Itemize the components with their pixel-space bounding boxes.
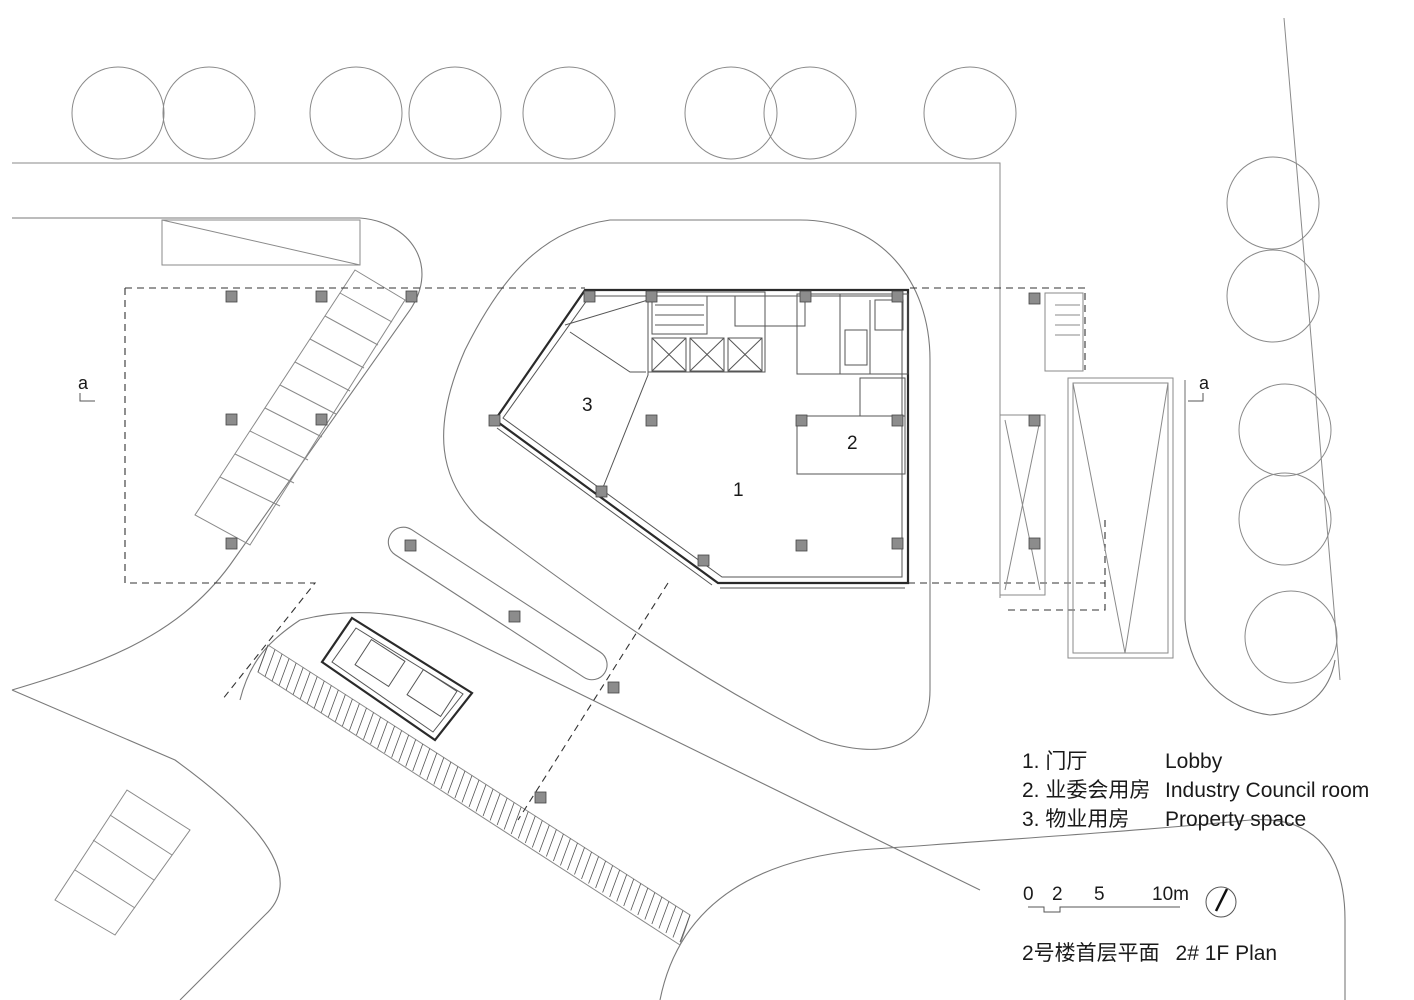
- hatch-line: [398, 734, 410, 763]
- hatch-line: [475, 784, 487, 812]
- hatch-line: [588, 856, 599, 884]
- canopy-outline: [124, 287, 1106, 821]
- section-mark-right: a: [1188, 373, 1210, 402]
- trees-top: [71, 66, 1017, 160]
- hatch-line: [581, 851, 592, 880]
- section-mark-left: a: [78, 373, 95, 402]
- hatch-line: [384, 725, 395, 754]
- hatch-line: [440, 761, 452, 790]
- hatch-line: [299, 671, 311, 700]
- scale-label-2: 2: [1052, 884, 1063, 905]
- columns: [225, 290, 1041, 804]
- hatch-line: [560, 838, 571, 866]
- hatch-line: [363, 712, 374, 740]
- hatch-line: [342, 698, 353, 727]
- hatch-line: [264, 649, 276, 677]
- hatch-line: [510, 806, 522, 835]
- hatched-strip: [257, 644, 691, 946]
- room-number-2: 2: [847, 433, 858, 454]
- hatch-line: [278, 658, 290, 686]
- small-building: [320, 616, 474, 742]
- hatch-line: [644, 892, 656, 920]
- hatch-line: [454, 770, 466, 799]
- section-mark-right-label: a: [1199, 373, 1210, 393]
- hatch-line: [595, 860, 606, 889]
- scale-label-0: 0: [1023, 884, 1034, 905]
- hatch-line: [377, 721, 388, 749]
- main-building: [493, 288, 910, 589]
- hatch-line: [651, 896, 663, 925]
- hatch-line: [313, 680, 325, 709]
- legend-item-cn: 2. 业委会用房: [1022, 779, 1151, 802]
- hatch-line: [574, 847, 585, 875]
- hatch-line: [349, 703, 360, 731]
- hatch-line: [609, 869, 621, 898]
- hatch-line: [327, 689, 339, 718]
- hatch-line: [461, 775, 473, 803]
- legend-item-en: Industry Council room: [1165, 779, 1370, 802]
- hatch-line: [567, 842, 578, 871]
- legend: 1. 门厅 Lobby 2. 业委会用房 Industry Council ro…: [1022, 748, 1402, 838]
- hatch-line: [658, 901, 670, 929]
- hatch-line: [531, 820, 543, 848]
- hatch-line: [419, 748, 431, 776]
- hatch-line: [482, 788, 494, 817]
- hatch-line: [524, 815, 536, 844]
- legend-item-cn: 1. 门厅: [1022, 750, 1088, 773]
- hatch-line: [672, 910, 684, 938]
- hatch-line: [496, 797, 508, 826]
- scale-bar: [1028, 906, 1180, 913]
- parking-stalls-bottom: [54, 789, 191, 936]
- hatch-line: [679, 914, 691, 943]
- hatch-line: [412, 743, 424, 772]
- section-mark-left-label: a: [78, 373, 89, 393]
- legend-item-cn: 3. 物业用房: [1022, 808, 1130, 831]
- drawing-title-en: 2# 1F Plan: [1175, 942, 1278, 965]
- room-number-3: 3: [582, 395, 593, 416]
- hatch-line: [553, 833, 564, 862]
- hatch-line: [468, 779, 480, 808]
- hatch-line: [616, 874, 628, 902]
- drawing-title-cn: 2号楼首层平面: [1022, 942, 1160, 965]
- hatch-line: [433, 757, 445, 785]
- parking-stalls-top: [161, 219, 406, 546]
- hatch-line: [271, 653, 283, 682]
- scale-label-10m: 10m: [1152, 884, 1189, 905]
- hatch-line: [630, 883, 642, 911]
- legend-item-en: Property space: [1165, 808, 1307, 831]
- hatch-line: [334, 694, 346, 722]
- hatch-line: [405, 739, 417, 767]
- hatch-line: [602, 865, 614, 893]
- hatch-line: [370, 716, 381, 745]
- hatch-line: [391, 730, 403, 758]
- drawing-title: 2号楼首层平面 2# 1F Plan: [1022, 940, 1277, 968]
- hatch-line: [356, 707, 367, 736]
- hatch-line: [517, 811, 529, 839]
- north-arrow-icon: [1205, 886, 1237, 918]
- hatch-line: [623, 878, 635, 907]
- hatch-line: [306, 676, 318, 704]
- hatch-line: [320, 685, 332, 713]
- roads: [11, 217, 1346, 1000]
- hatch-line: [538, 824, 550, 853]
- hatch-line: [447, 766, 459, 794]
- site-boundary: [12, 17, 1341, 681]
- hatch-line: [503, 802, 515, 830]
- hatch-line: [257, 644, 269, 673]
- hatch-line: [489, 793, 501, 821]
- legend-item-en: Lobby: [1165, 750, 1223, 773]
- hatch-line: [665, 905, 677, 934]
- hatch-line: [637, 887, 649, 916]
- hatch-line: [285, 662, 297, 691]
- hatch-line: [426, 752, 438, 781]
- room-number-1: 1: [733, 480, 744, 501]
- hatch-line: [545, 829, 557, 857]
- trees-right: [1226, 156, 1338, 684]
- scale-label-5: 5: [1094, 884, 1105, 905]
- right-structure: [999, 292, 1174, 659]
- hatch-line: [292, 667, 304, 695]
